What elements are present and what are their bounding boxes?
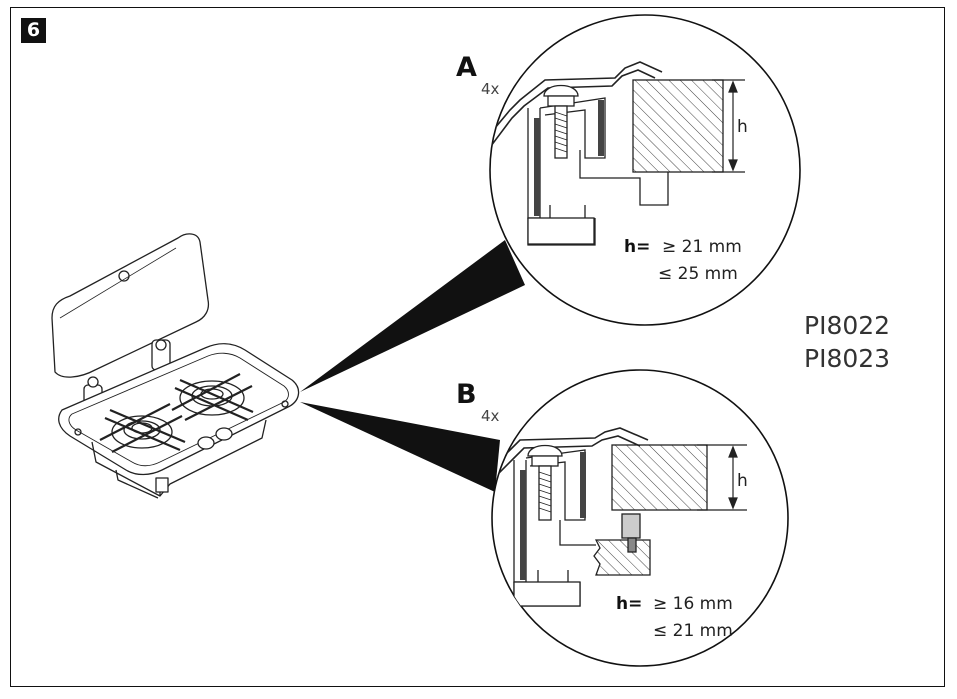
detail-b-spec-min: ≥ 16 mm xyxy=(653,594,733,614)
detail-b-magnifier: h h= ≥ 16 mm ≤ 21 mm xyxy=(491,369,789,667)
callout-wedge-b xyxy=(300,402,500,492)
detail-b-quantity: 4x xyxy=(481,407,500,425)
detail-a-spec-prefix: h= xyxy=(624,237,650,257)
detail-a-dimension-label: h xyxy=(737,117,748,137)
detail-b-spec-prefix: h= xyxy=(616,594,642,614)
detail-b-dimension-label: h xyxy=(737,471,748,491)
callout-wedge-a xyxy=(300,240,525,392)
detail-b-spec-max: ≤ 21 mm xyxy=(653,621,733,641)
hob-illustration xyxy=(51,233,300,499)
detail-b-label: B xyxy=(456,379,477,410)
figure-frame xyxy=(10,7,945,687)
detail-a-magnifier: h h= ≥ 21 mm ≤ 25 mm xyxy=(489,14,801,326)
model-number-1: PI8022 xyxy=(804,311,890,340)
detail-a-label: A xyxy=(456,52,477,83)
detail-a-quantity: 4x xyxy=(481,80,500,98)
model-number-2: PI8023 xyxy=(804,344,890,373)
detail-a-spec-max: ≤ 25 mm xyxy=(658,264,738,284)
detail-a-spec-min: ≥ 21 mm xyxy=(662,237,742,257)
step-number-badge: 6 xyxy=(21,18,46,43)
